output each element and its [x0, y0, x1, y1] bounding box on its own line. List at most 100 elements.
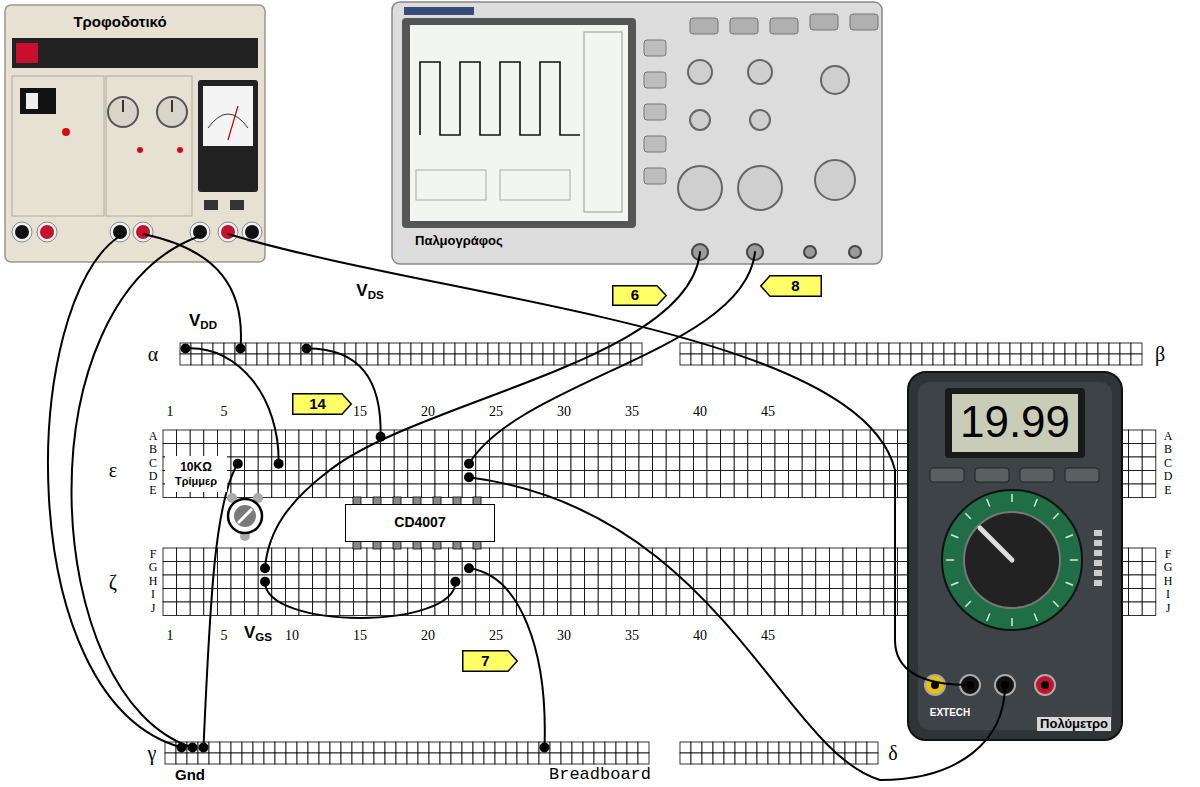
trimmer-symbol	[227, 493, 263, 541]
breadboard-hole	[209, 753, 220, 764]
breadboard-hole	[313, 457, 327, 471]
bnc-input	[849, 246, 861, 258]
scope-knob	[821, 66, 849, 94]
row-letter: C	[149, 457, 157, 470]
breadboard-hole	[1054, 343, 1065, 354]
breadboard-hole	[620, 343, 631, 354]
breadboard-hole	[258, 457, 272, 471]
breadboard-hole	[734, 430, 748, 444]
breadboard-hole	[693, 484, 707, 498]
breadboard-hole	[204, 575, 218, 589]
breadboard-hole	[1065, 343, 1076, 354]
breadboard-hole	[217, 589, 231, 603]
psu-panel	[106, 76, 192, 216]
breadboard-hole	[275, 742, 286, 753]
dial-tick	[1066, 582, 1073, 585]
breadboard-hole	[217, 562, 231, 576]
power-switch	[26, 93, 38, 109]
breadboard-hole	[823, 742, 834, 753]
breadboard-hole	[554, 343, 565, 354]
breadboard-hole	[353, 575, 367, 589]
lcd-display	[952, 394, 1078, 452]
breadboard-hole	[761, 575, 775, 589]
dial-tick	[1011, 494, 1013, 502]
column-number: 20	[421, 628, 435, 643]
breadboard-hole	[680, 471, 694, 485]
wire-end	[540, 743, 550, 753]
knob-pointer	[122, 100, 124, 112]
jumper-wire	[469, 252, 755, 464]
signal-name: VDD	[189, 312, 217, 332]
breadboard-hole	[299, 457, 313, 471]
breadboard-hole	[285, 589, 299, 603]
wire-end	[181, 344, 191, 354]
breadboard-hole	[220, 753, 231, 764]
breadboard-hole	[455, 354, 466, 365]
breadboard-hole	[374, 753, 385, 764]
breadboard-hole	[510, 343, 521, 354]
breadboard-hole	[666, 444, 680, 458]
breadboard-hole	[625, 562, 639, 576]
breadboard-hole	[653, 484, 667, 498]
breadboard-hole	[843, 589, 857, 603]
wire-end	[260, 577, 270, 587]
breadboard-hole	[1142, 471, 1156, 485]
breadboard-hole	[421, 471, 435, 485]
breadboard-hole	[435, 575, 449, 589]
chip-pin	[393, 541, 401, 549]
breadboard-hole	[421, 548, 435, 562]
breadboard-hole	[177, 602, 191, 616]
row-letter: C	[1164, 457, 1172, 470]
breadboard-hole	[353, 457, 367, 471]
breadboard-hole	[297, 753, 308, 764]
breadboard-hole	[585, 589, 599, 603]
breadboard-hole	[585, 562, 599, 576]
column-number: 45	[761, 404, 775, 419]
breadboard-hole	[517, 444, 531, 458]
breadboard-hole	[802, 484, 816, 498]
breadboard-hole	[1129, 484, 1143, 498]
breadboard-hole	[352, 753, 363, 764]
knob-pointer	[171, 100, 173, 112]
breadboard-hole	[911, 354, 922, 365]
psu-panel	[12, 76, 104, 216]
trimmer-slot	[238, 509, 252, 523]
chip-pin	[373, 541, 381, 549]
breadboard-hole	[571, 430, 585, 444]
breadboard-hole	[639, 548, 653, 562]
breadboard-hole	[418, 753, 429, 764]
row-letter: A	[149, 430, 158, 443]
breadboard-hole	[257, 343, 268, 354]
column-number: 15	[353, 404, 367, 419]
voltage-knob	[108, 97, 138, 127]
dial-tick	[1053, 601, 1059, 607]
breadboard-hole	[693, 602, 707, 616]
breadboard-hole	[790, 343, 801, 354]
breadboard-hole	[408, 484, 422, 498]
column-number: 20	[421, 404, 435, 419]
breadboard-hole	[299, 444, 313, 458]
breadboard-hole	[1098, 354, 1109, 365]
display-bezel	[945, 388, 1085, 458]
column-number: 1	[167, 628, 174, 643]
breadboard-hole	[503, 471, 517, 485]
breadboard-hole	[462, 575, 476, 589]
callout-number: 14	[292, 393, 352, 415]
breadboard-hole	[517, 430, 531, 444]
breadboard-hole	[823, 354, 834, 365]
breadboard-hole	[389, 343, 400, 354]
breadboard-hole	[680, 548, 694, 562]
panel-button	[850, 14, 878, 30]
breadboard-hole	[231, 444, 245, 458]
breadboard-hole	[462, 753, 473, 764]
jumper-wire	[265, 582, 455, 618]
board-title: Breadboard	[549, 766, 651, 785]
wire-end	[464, 563, 474, 573]
breadboard-hole	[631, 343, 642, 354]
breadboard-hole	[429, 742, 440, 753]
breadboard-hole	[202, 354, 213, 365]
breadboard-hole	[285, 444, 299, 458]
power-switch	[20, 88, 56, 114]
breadboard-hole	[691, 742, 702, 753]
breadboard-hole	[870, 457, 884, 471]
